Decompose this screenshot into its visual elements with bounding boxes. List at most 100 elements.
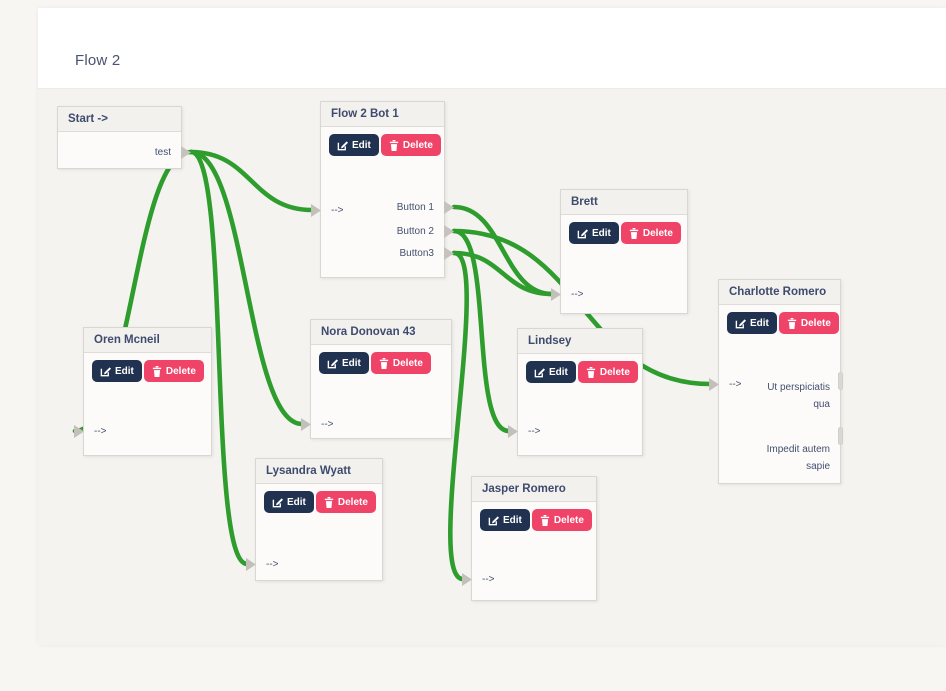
input-label: --> bbox=[94, 426, 107, 437]
node-actions: Edit Delete bbox=[480, 509, 592, 531]
delete-button[interactable]: Delete bbox=[315, 491, 376, 513]
edit-button[interactable]: Edit bbox=[569, 222, 619, 244]
edit-button[interactable]: Edit bbox=[319, 352, 369, 374]
node-title: Lindsey bbox=[518, 329, 642, 354]
input-label: --> bbox=[266, 559, 279, 570]
input-label: --> bbox=[528, 426, 541, 437]
connection-wire-flow2bot1.b3-to-jasper.in[interactable] bbox=[448, 250, 469, 582]
edit-pencil-icon bbox=[735, 318, 746, 328]
delete-button[interactable]: Delete bbox=[778, 312, 839, 334]
delete-button[interactable]: Delete bbox=[620, 222, 681, 244]
flow-node-nora[interactable]: Nora Donovan 43 Edit Delete --> bbox=[301, 319, 452, 439]
delete-button[interactable]: Delete bbox=[143, 360, 204, 382]
trash-icon bbox=[379, 357, 389, 369]
edit-pencil-icon bbox=[488, 515, 499, 525]
edit-button[interactable]: Edit bbox=[329, 134, 379, 156]
delete-label: Delete bbox=[599, 366, 630, 378]
edit-pencil-icon bbox=[100, 366, 111, 376]
delete-button[interactable]: Delete bbox=[531, 509, 592, 531]
node-actions: Edit Delete bbox=[569, 222, 681, 244]
output-port[interactable] bbox=[181, 146, 191, 159]
node-actions: Edit Delete bbox=[526, 361, 638, 383]
edit-button[interactable]: Edit bbox=[727, 312, 777, 334]
trash-icon bbox=[540, 514, 550, 526]
node-title: Start -> bbox=[58, 107, 181, 132]
connection-wire-start.test-to-lysandra.in[interactable] bbox=[188, 149, 250, 567]
node-title: Charlotte Romero bbox=[719, 280, 840, 305]
edit-label: Edit bbox=[503, 514, 522, 526]
output-port-tab[interactable] bbox=[838, 427, 843, 445]
input-port[interactable] bbox=[462, 573, 472, 586]
edit-pencil-icon bbox=[534, 367, 545, 377]
connection-wire-start.test-to-flow2bot1.in[interactable] bbox=[188, 149, 315, 213]
connection-wire-flow2bot1.b2-to-lindsey.in[interactable] bbox=[451, 228, 512, 434]
node-actions: Edit Delete bbox=[92, 360, 204, 382]
output-port[interactable] bbox=[444, 225, 454, 238]
input-label: --> bbox=[729, 379, 742, 390]
input-port[interactable] bbox=[311, 204, 321, 217]
node-title: Flow 2 Bot 1 bbox=[321, 102, 444, 127]
edit-button[interactable]: Edit bbox=[264, 491, 314, 513]
output-port[interactable] bbox=[444, 247, 454, 260]
delete-label: Delete bbox=[553, 514, 584, 526]
edit-label: Edit bbox=[592, 227, 611, 239]
edit-pencil-icon bbox=[577, 228, 588, 238]
input-port[interactable] bbox=[551, 288, 561, 301]
edit-button[interactable]: Edit bbox=[92, 360, 142, 382]
node-title: Oren Mcneil bbox=[84, 328, 211, 353]
node-actions: Edit Delete bbox=[329, 134, 441, 156]
edit-pencil-icon bbox=[327, 358, 338, 368]
edit-label: Edit bbox=[115, 365, 134, 377]
node-title: Nora Donovan 43 bbox=[311, 320, 451, 345]
input-label: --> bbox=[331, 205, 344, 216]
delete-button[interactable]: Delete bbox=[370, 352, 431, 374]
delete-label: Delete bbox=[392, 357, 423, 369]
topbar: Flow 2 bbox=[38, 8, 946, 88]
trash-icon bbox=[787, 317, 797, 329]
input-port[interactable] bbox=[709, 378, 719, 391]
node-title: Jasper Romero bbox=[472, 477, 596, 502]
flow-node-start[interactable]: Start ->test bbox=[57, 106, 191, 169]
input-port[interactable] bbox=[508, 425, 518, 438]
delete-label: Delete bbox=[165, 365, 196, 377]
edit-button[interactable]: Edit bbox=[526, 361, 576, 383]
output-label: Button3 bbox=[399, 248, 434, 259]
delete-button[interactable]: Delete bbox=[577, 361, 638, 383]
delete-label: Delete bbox=[337, 496, 368, 508]
edit-label: Edit bbox=[549, 366, 568, 378]
connection-wire-start.test-to-nora.in[interactable] bbox=[188, 149, 305, 427]
trash-icon bbox=[629, 227, 639, 239]
trash-icon bbox=[586, 366, 596, 378]
input-port[interactable] bbox=[74, 425, 84, 438]
output-port-tab[interactable] bbox=[838, 372, 843, 390]
edit-label: Edit bbox=[750, 317, 769, 329]
output-port[interactable] bbox=[444, 201, 454, 214]
delete-label: Delete bbox=[800, 317, 831, 329]
edit-pencil-icon bbox=[337, 140, 348, 150]
page-title: Flow 2 bbox=[75, 52, 121, 69]
input-port[interactable] bbox=[301, 418, 311, 431]
edit-button[interactable]: Edit bbox=[480, 509, 530, 531]
edit-label: Edit bbox=[342, 357, 361, 369]
input-label: --> bbox=[571, 289, 584, 300]
edit-label: Edit bbox=[352, 139, 371, 151]
edit-label: Edit bbox=[287, 496, 306, 508]
input-label: --> bbox=[482, 574, 495, 585]
input-port[interactable] bbox=[246, 558, 256, 571]
connection-wire-flow2bot1.b3-to-brett.in[interactable] bbox=[451, 250, 555, 297]
trash-icon bbox=[324, 496, 334, 508]
node-actions: Edit Delete bbox=[319, 352, 431, 374]
trash-icon bbox=[389, 139, 399, 151]
delete-button[interactable]: Delete bbox=[380, 134, 441, 156]
input-label: --> bbox=[321, 419, 334, 430]
edit-pencil-icon bbox=[272, 497, 283, 507]
